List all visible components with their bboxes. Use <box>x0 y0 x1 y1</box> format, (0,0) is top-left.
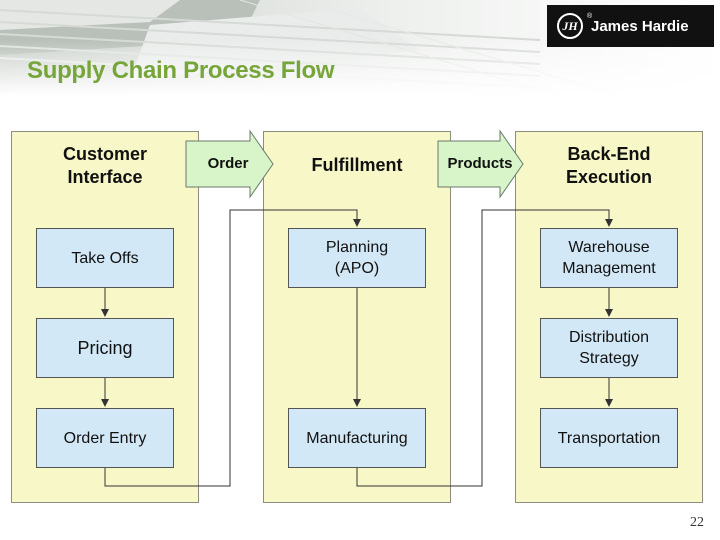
arrow-order-entry-to-planning <box>104 209 361 487</box>
box-label: Manufacturing <box>306 429 408 447</box>
heading-line: Customer <box>62 144 147 164</box>
pricing-box: Pricing <box>36 318 174 378</box>
back-end-execution-heading: Back-End Execution <box>516 143 702 189</box>
box-label: (APO) <box>334 260 380 277</box>
box-label: Warehouse <box>568 239 650 256</box>
distribution-strategy-box: Distribution Strategy <box>540 318 678 378</box>
products-block-arrow <box>437 129 524 199</box>
box-label: Planning <box>325 239 389 256</box>
arrow-manufacturing-to-warehouse <box>356 209 613 487</box>
fulfillment-heading: Fulfillment <box>311 155 403 175</box>
products-label: Products <box>447 155 513 172</box>
page-title: Supply Chain Process Flow <box>27 57 335 84</box>
box-label: Take Offs <box>71 249 139 267</box>
heading-line: Interface <box>67 167 143 187</box>
order-entry-box: Order Entry <box>36 408 174 468</box>
box-label: Strategy <box>579 350 639 367</box>
logo-mark-icon: JH <box>557 13 583 39</box>
planning-apo-box: Planning (APO) <box>288 228 426 288</box>
box-label: Distribution <box>568 329 650 346</box>
order-label: Order <box>207 155 249 172</box>
box-label: Order Entry <box>63 429 147 447</box>
box-label: Management <box>562 260 656 277</box>
heading-line: Back-End <box>567 144 651 164</box>
order-block-arrow <box>185 129 274 199</box>
box-label: Transportation <box>557 429 661 447</box>
logo-text: James Hardie <box>591 17 689 35</box>
page-number: 22 <box>690 515 704 530</box>
transportation-box: Transportation <box>540 408 678 468</box>
warehouse-management-box: Warehouse Management <box>540 228 678 288</box>
take-offs-box: Take Offs <box>36 228 174 288</box>
company-logo: JH ® James Hardie <box>547 5 714 47</box>
box-label: Pricing <box>77 337 133 358</box>
manufacturing-box: Manufacturing <box>288 408 426 468</box>
customer-interface-heading: Customer Interface <box>12 143 198 189</box>
registered-mark: ® <box>587 13 593 20</box>
heading-line: Execution <box>565 167 653 187</box>
